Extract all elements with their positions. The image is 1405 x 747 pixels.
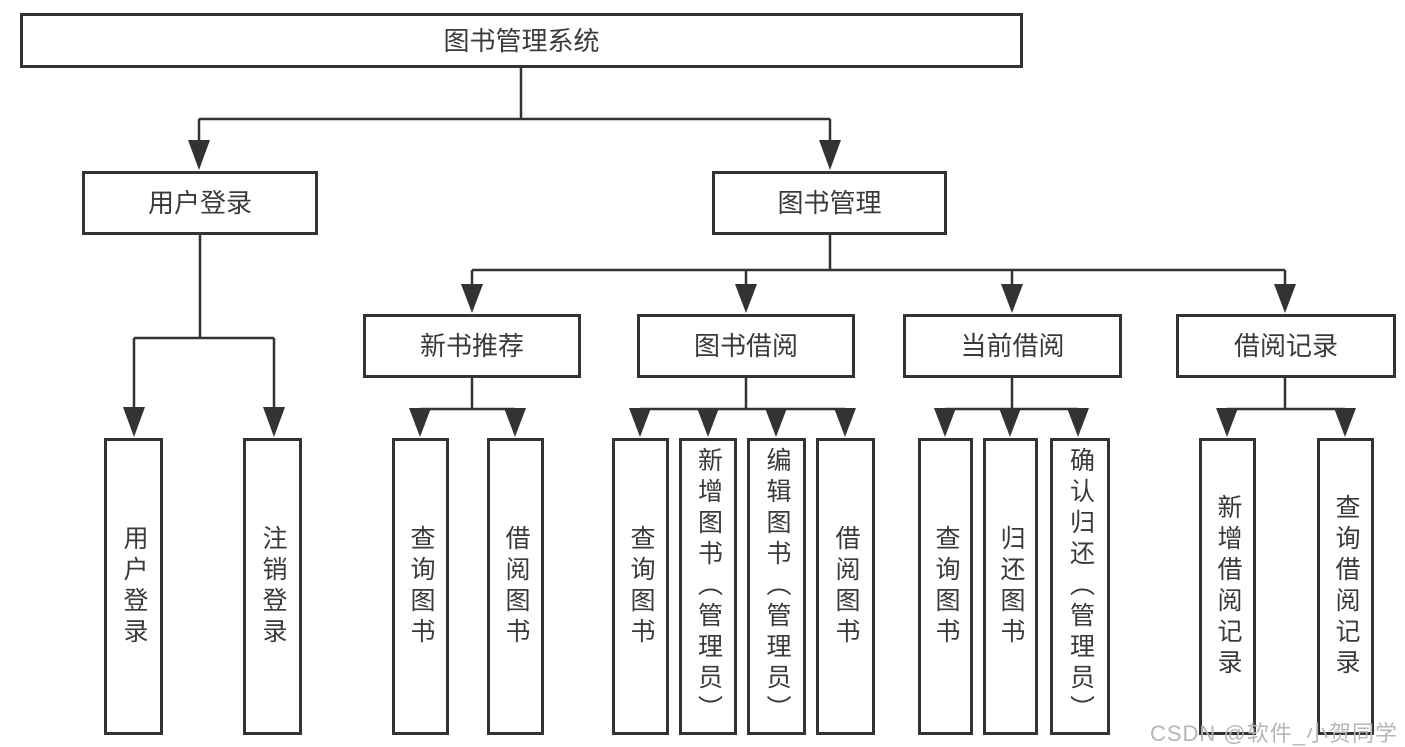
watermark: CSDN @软件_小贺同学 [1149,721,1398,746]
node-label: 图书借阅 [693,331,798,361]
node-label: 新增借阅记录 [1214,493,1242,680]
connector-lines [132,68,1345,411]
node-new-book-recommend: 新书推荐 [363,314,581,378]
leaf-edit-book-admin: 编辑图书（管理员） [747,438,806,735]
arrowhead [735,284,757,313]
node-label: 查询图书 [627,524,655,649]
node-label: 编辑图书（管理员） [763,447,791,726]
arrowhead [1334,408,1356,437]
node-label: 归还图书 [997,524,1025,649]
node-label: 确认归还（管理员） [1066,447,1095,726]
node-borrow-records: 借阅记录 [1176,314,1396,378]
node-label: 图书管理系统 [443,25,600,56]
arrowhead [1216,408,1238,437]
leaf-return-book: 归还图书 [983,438,1038,735]
leaf-confirm-return-admin: 确认归还（管理员） [1050,438,1110,735]
leaf-query-books-current: 查询图书 [918,438,973,735]
node-user-login: 用户登录 [82,171,318,235]
node-label: 用户登录 [120,524,148,649]
node-current-borrow: 当前借阅 [903,314,1122,378]
node-label: 新增图书（管理员） [694,447,723,726]
connector-userlogin-to-leaves [132,235,276,408]
node-label: 借阅记录 [1233,331,1338,361]
node-label: 查询图书 [407,524,435,649]
leaf-borrow-books: 借阅图书 [816,438,875,735]
node-book-management: 图书管理 [712,171,947,235]
leaf-logout: 注销登录 [243,438,302,735]
leaf-user-login: 用户登录 [104,438,163,735]
arrowhead [697,408,719,437]
node-label: 查询图书 [932,524,960,649]
arrowhead [504,408,526,437]
node-label: 用户登录 [147,188,252,218]
connector-level2-to-leaves [420,378,1345,411]
node-book-borrow: 图书借阅 [637,314,855,378]
arrowhead [834,408,856,437]
connector-root-to-level1 [197,68,832,141]
node-label: 借阅图书 [832,524,860,649]
connector-arrowheads [123,140,1356,437]
node-label: 查询借阅记录 [1332,493,1360,680]
arrowhead [934,408,956,437]
leaf-query-books-borrow: 查询图书 [612,438,669,735]
arrowhead [409,408,431,437]
leaf-borrow-books-recommend: 借阅图书 [487,438,544,735]
node-root-library-system: 图书管理系统 [20,13,1023,68]
node-label: 注销登录 [259,524,287,649]
arrowhead [123,407,145,437]
node-label: 图书管理 [777,188,882,218]
leaf-add-borrow-record: 新增借阅记录 [1199,438,1256,735]
node-label: 新书推荐 [419,331,524,361]
arrowhead [819,140,841,170]
arrowhead [999,408,1021,437]
node-label: 借阅图书 [502,524,530,649]
leaf-add-book-admin: 新增图书（管理员） [679,438,737,735]
arrowhead [1001,284,1023,313]
arrowhead [188,140,210,170]
arrowhead [765,408,787,437]
arrowhead [461,284,483,313]
arrowhead [1067,408,1089,437]
leaf-query-books-recommend: 查询图书 [392,438,449,735]
arrowhead [1274,284,1296,313]
node-label: 当前借阅 [960,331,1065,361]
connector-bookmgmt-to-level2 [470,235,1287,285]
arrowhead [629,408,651,437]
arrowhead [263,407,285,437]
leaf-query-borrow-record: 查询借阅记录 [1317,438,1374,735]
